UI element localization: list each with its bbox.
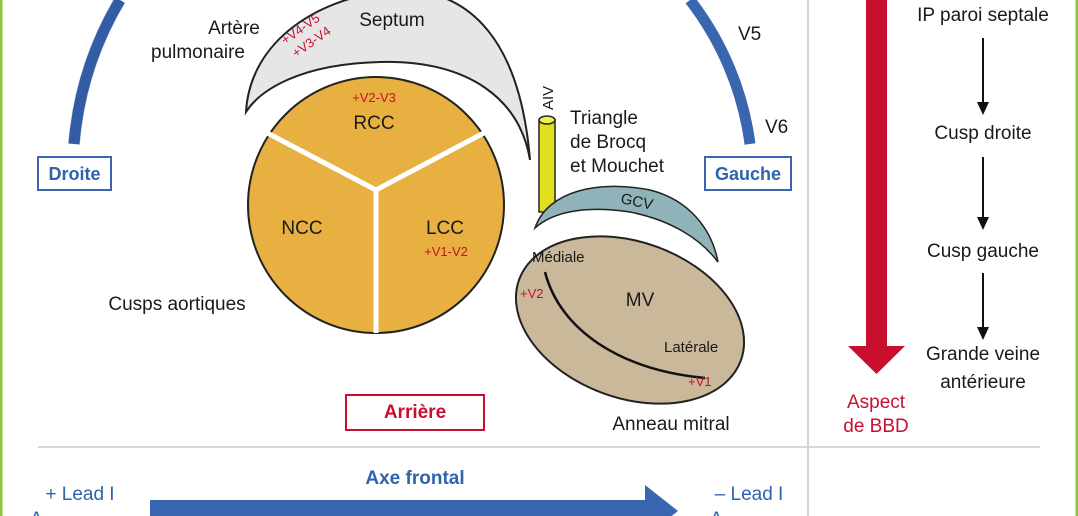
step-ip-paroi-septale: IP paroi septale [917, 5, 1049, 26]
v1v2-label: +V1-V2 [424, 244, 468, 259]
triangle-label-3: et Mouchet [570, 156, 665, 177]
lead-right-label: – Lead I [715, 484, 784, 505]
cusp-divider-left [252, 123, 378, 193]
lcc-label: LCC [426, 218, 464, 239]
axe-arrow-head [645, 485, 678, 516]
step-anterieure: antérieure [940, 372, 1026, 393]
v2v3-label: +V2-V3 [352, 90, 396, 105]
cusps-aortiques-label: Cusps aortiques [108, 294, 245, 315]
step-cusp-gauche: Cusp gauche [927, 241, 1039, 262]
mv-v2-label: +V2 [520, 286, 544, 301]
step-arrow-head-1 [977, 102, 989, 115]
triangle-label-1: Triangle [570, 108, 638, 129]
left-arc-shadow [68, 0, 126, 145]
ncc-label: NCC [281, 218, 322, 239]
mv-label: MV [626, 290, 655, 311]
gauche-box [704, 156, 792, 191]
mv-v1-label: +V1 [688, 374, 712, 389]
aspect-arrow-head [848, 346, 905, 374]
rcc-label: RCC [353, 113, 394, 134]
arriere-box [345, 394, 485, 431]
septum-shape [244, 0, 531, 161]
anneau-mitral-label: Anneau mitral [612, 414, 729, 435]
septum-label: Septum [359, 10, 424, 31]
mitral-commissure-line [543, 271, 706, 380]
aiv-label: AIV [540, 86, 557, 110]
gauche-label: Gauche [715, 164, 781, 184]
left-cut-label: A [30, 509, 43, 516]
gcv-label: GCV [619, 190, 654, 213]
step-grande-veine: Grande veine [926, 344, 1040, 365]
right-lead-arc [685, 0, 756, 145]
arriere-label: Arrière [384, 402, 446, 423]
artere-label-2: pulmonaire [151, 42, 245, 63]
droite-box [37, 156, 112, 191]
v5-label: V5 [738, 24, 761, 45]
droite-label: Droite [48, 164, 100, 184]
aspect-label-1: Aspect [847, 392, 906, 413]
lead-left-label: + Lead I [45, 484, 114, 505]
step-arrow-head-2 [977, 217, 989, 230]
left-lead-arc [68, 0, 125, 145]
mediale-label: Médiale [532, 249, 585, 266]
cusp-divider-right [374, 123, 499, 193]
right-cut-label: A [710, 509, 723, 516]
step-arrow-head-3 [977, 327, 989, 340]
triangle-label-2: de Brocq [570, 132, 646, 153]
laterale-label: Latérale [664, 339, 718, 356]
aiv-vessel [538, 119, 556, 213]
mitral-valve [514, 235, 746, 405]
gcv-vessel [533, 185, 719, 263]
v6-label: V6 [765, 117, 788, 138]
aspect-arrow-shaft [866, 0, 887, 346]
axe-arrow-shaft [150, 500, 650, 516]
aiv-top [538, 115, 556, 125]
step-cusp-droite: Cusp droite [934, 123, 1031, 144]
artere-label-1: Artère [208, 18, 260, 39]
axe-frontal-label: Axe frontal [365, 468, 464, 489]
aspect-label-2: de BBD [843, 416, 908, 437]
